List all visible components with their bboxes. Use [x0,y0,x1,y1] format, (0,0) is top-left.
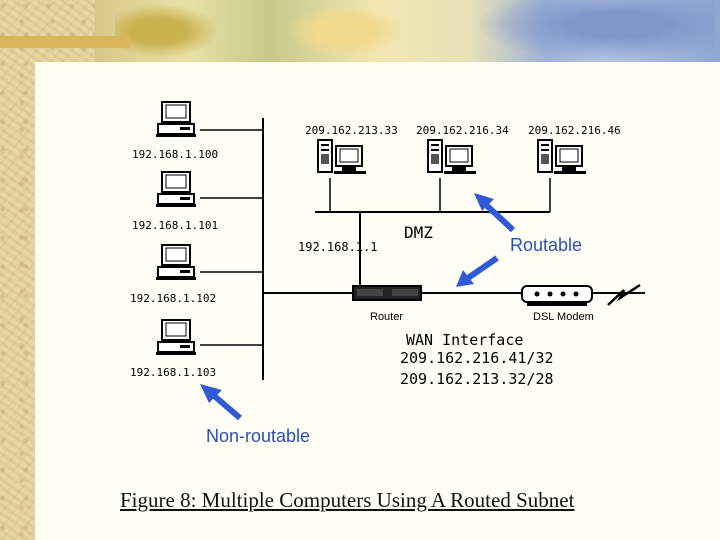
dmz-server-1-icon [317,139,367,175]
modem-label: DSL Modem [533,311,594,323]
dmz-server-2-icon [427,139,477,175]
dmz-server-1-ip: 209.162.213.33 [305,124,398,137]
computer-1-icon [155,101,197,138]
lightning-bolt-icon [607,283,641,306]
router-label: Router [370,311,403,323]
computer-4-ip: 192.168.1.103 [130,366,216,379]
computer-2-icon [155,171,197,208]
decorative-stripe [0,36,130,48]
dsl-modem-icon [521,285,593,306]
router-icon [352,285,422,301]
wan-ip-1: 209.162.216.41/32 [400,349,554,367]
routable-label: Routable [510,235,582,255]
dmz-server-3-icon [537,139,587,175]
dmz-server-3-ip: 209.162.216.46 [528,124,621,137]
dmz-server-2-ip: 209.162.216.34 [416,124,509,137]
wan-interface-label: WAN Interface [406,331,523,349]
computer-3-ip: 192.168.1.102 [130,292,216,305]
computer-3-icon [155,244,197,281]
non-routable-label: Non-routable [206,426,310,446]
routable-arrow-lower [456,255,499,287]
wan-ip-2: 209.162.213.32/28 [400,370,554,388]
non-routable-arrow [200,384,242,421]
routable-arrow-upper [474,193,516,233]
decorative-banner [95,0,720,62]
computer-1-ip: 192.168.1.100 [132,148,218,161]
dmz-label: DMZ [404,223,433,242]
figure-caption: Figure 8: Multiple Computers Using A Rou… [120,488,575,512]
router-lan-ip: 192.168.1.1 [298,240,377,254]
computer-4-icon [155,319,197,356]
computer-2-ip: 192.168.1.101 [132,219,218,232]
